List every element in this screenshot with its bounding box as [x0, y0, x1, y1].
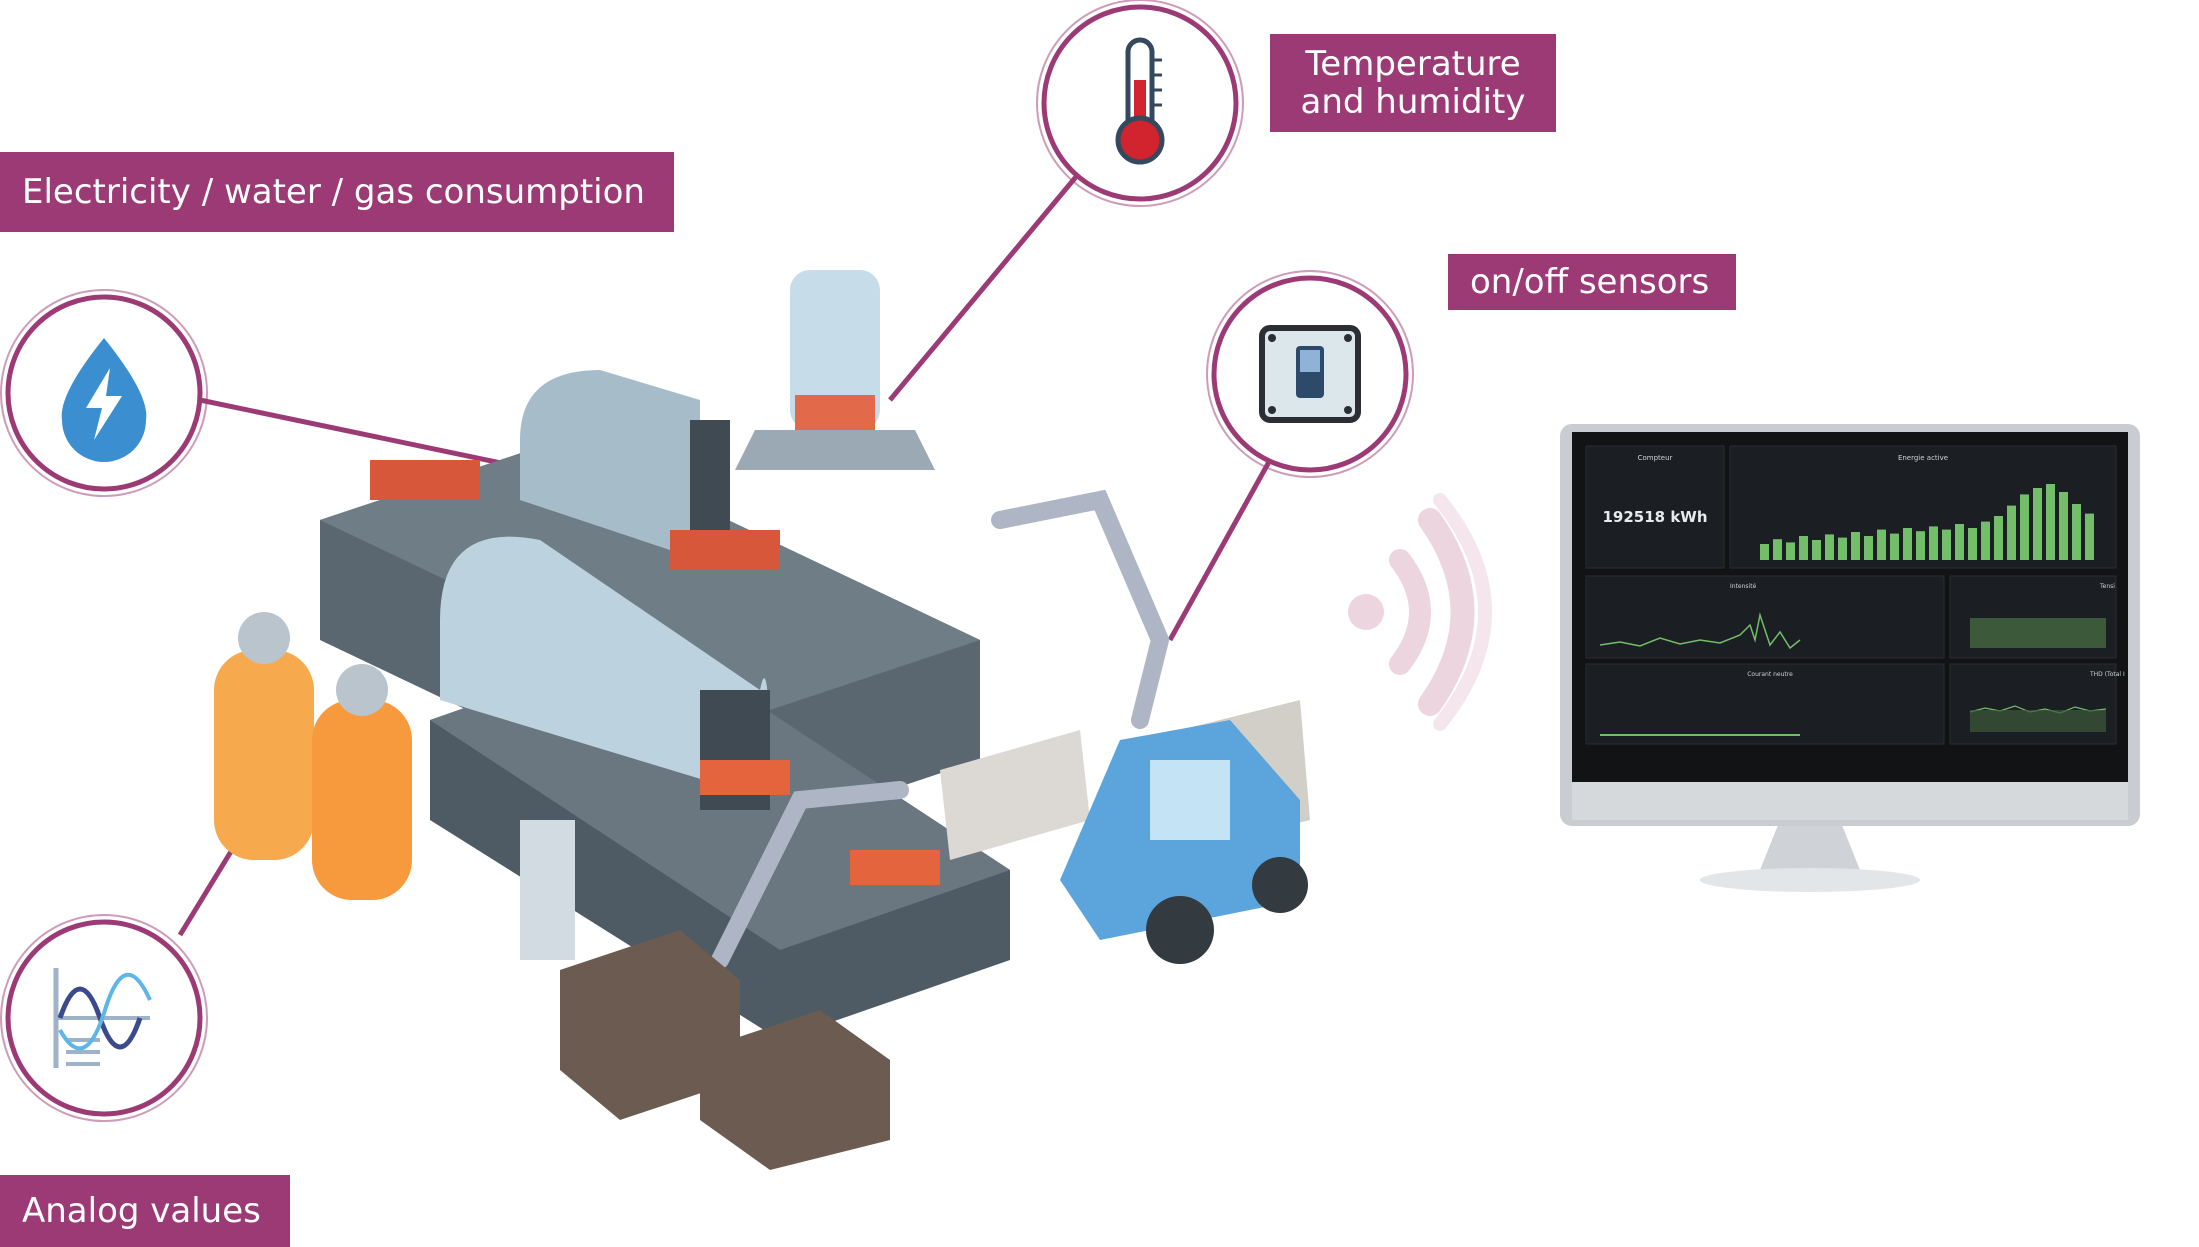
energy-bar	[1825, 534, 1834, 560]
dashboard-monitor: Compteur 192518 kWh Energie active Inten…	[1560, 424, 2140, 892]
energy-bar	[1968, 528, 1977, 560]
consumption-label-text: Electricity / water / gas consumption	[22, 172, 645, 212]
onoff-circle	[1206, 270, 1414, 478]
temperature-label: Temperature and humidity	[1270, 34, 1556, 132]
analog-circle	[0, 914, 208, 1122]
energy-bar	[1942, 529, 1951, 560]
energy-bar	[2059, 492, 2068, 560]
energy-bar	[1786, 542, 1795, 560]
energy-bar	[2072, 504, 2081, 560]
temperature-label-line2: and humidity	[1300, 82, 1526, 122]
analog-label: Analog values	[0, 1175, 290, 1247]
factory-illustration	[214, 270, 1310, 1170]
onoff-label-text: on/off sensors	[1470, 262, 1710, 302]
consumption-circle	[0, 289, 208, 497]
thd-fill	[1970, 710, 2106, 732]
analog-label-text: Analog values	[22, 1191, 261, 1231]
onoff-label: on/off sensors	[1448, 254, 1736, 310]
connector-onoff	[1167, 458, 1273, 642]
energy-bar	[1981, 521, 1990, 560]
energy-bar	[2046, 484, 2055, 560]
neutral-title: Courant neutre	[1747, 671, 1793, 678]
connector-analog	[177, 838, 241, 937]
counter-value: 192518 kWh	[1602, 508, 1707, 526]
energy-bar	[1760, 544, 1769, 560]
water-drop-lightning-icon	[61, 338, 147, 462]
energy-bar	[1916, 531, 1925, 560]
temperature-label-line1: Temperature	[1305, 44, 1521, 84]
energy-bar	[2085, 513, 2094, 560]
connector-consumption	[199, 397, 526, 471]
energy-bar	[1812, 540, 1821, 560]
energy-bar	[1903, 528, 1912, 560]
waveform-icon	[53, 968, 152, 1068]
energy-bar	[1955, 524, 1964, 560]
counter-title: Compteur	[1638, 454, 1673, 462]
energy-bar	[1773, 539, 1782, 560]
energy-bar	[1994, 516, 2003, 560]
energy-bar	[2033, 488, 2042, 560]
energy-bar	[1877, 529, 1886, 560]
wireless-dot	[1348, 594, 1384, 630]
switch-icon	[1259, 325, 1361, 423]
connector-temperature	[888, 158, 1092, 402]
energy-bar	[1929, 526, 1938, 560]
consumption-label: Electricity / water / gas consumption	[0, 152, 674, 232]
thermometer-icon	[1115, 37, 1165, 165]
thd-title: THD (Total I	[2089, 671, 2125, 678]
connector-lines	[177, 158, 1273, 937]
energy-bar	[1864, 536, 1873, 560]
energy-bar	[1890, 533, 1899, 560]
energy-bar	[1851, 532, 1860, 560]
energy-bar	[1838, 537, 1847, 560]
voltage-title: Tensi	[2099, 583, 2115, 590]
energy-bar	[1799, 536, 1808, 560]
intensity-trace	[1599, 612, 1801, 650]
energy-bar-chart	[1760, 484, 2094, 560]
temperature-circle	[1036, 0, 1244, 207]
energy-bar	[2020, 494, 2029, 560]
energy-title: Energie active	[1898, 454, 1948, 462]
wireless-signal-icon	[1348, 493, 1492, 731]
energy-bar	[2007, 505, 2016, 560]
voltage-fill	[1970, 618, 2106, 648]
intensity-title: Intensité	[1730, 583, 1757, 590]
